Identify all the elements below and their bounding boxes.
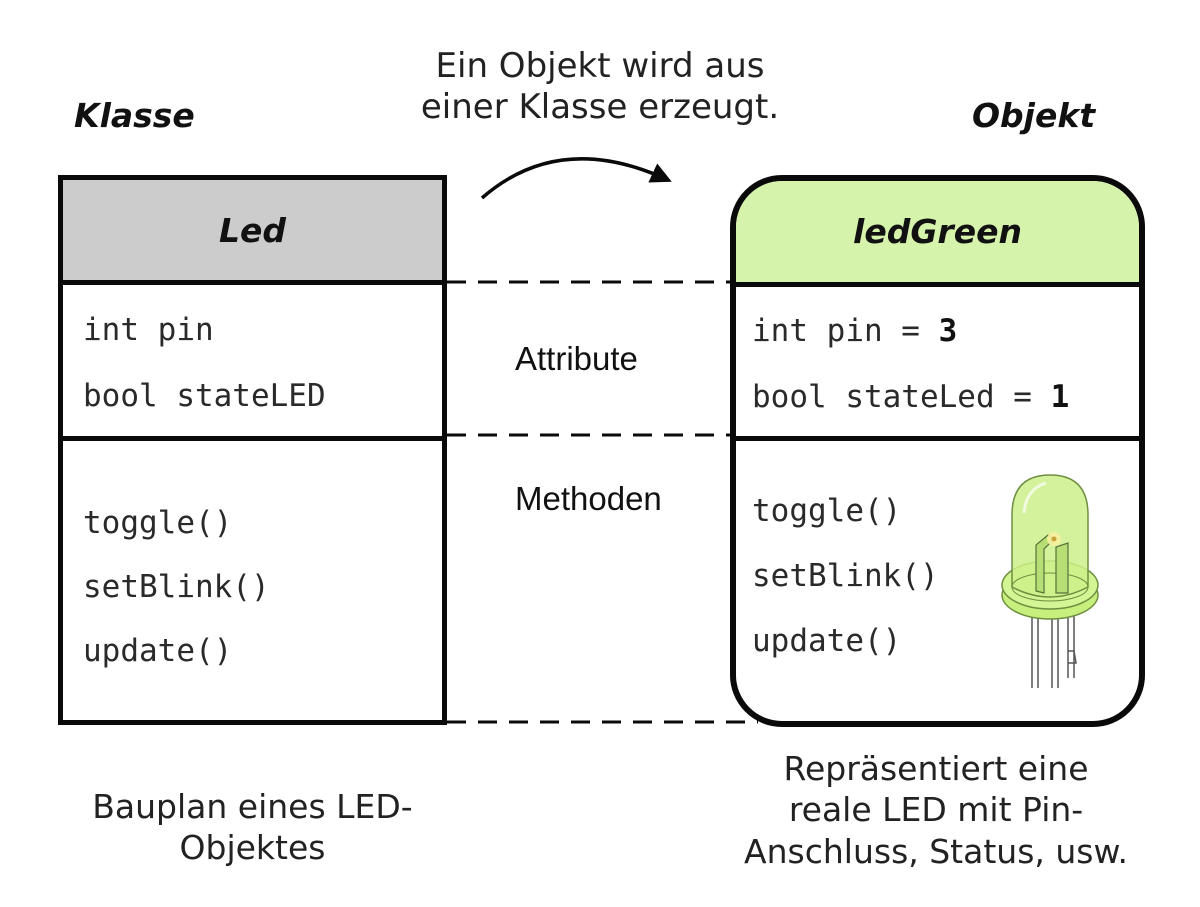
methods-label: Methoden <box>515 480 662 517</box>
class-box: Led int pin bool stateLED toggle() setBl… <box>58 175 447 725</box>
led-icon <box>1001 474 1099 688</box>
class-caption-line1: Bauplan eines LED- <box>92 787 413 826</box>
class-method: toggle() <box>83 505 233 541</box>
attributes-label: Attribute <box>515 340 638 377</box>
class-attribute: int pin <box>83 312 214 348</box>
class-attribute: bool stateLED <box>83 378 326 414</box>
class-divider <box>63 436 442 441</box>
class-method: update() <box>83 633 233 669</box>
class-method: setBlink() <box>83 569 270 605</box>
object-title-bar: ledGreen <box>736 181 1139 287</box>
creation-caption: Ein Objekt wird aus einer Klasse erzeugt… <box>380 46 820 129</box>
object-attribute: bool stateLed = 1 <box>752 379 1069 415</box>
creation-caption-line2: einer Klasse erzeugt. <box>420 87 780 128</box>
object-attribute-decl: bool stateLed = <box>752 379 1051 415</box>
object-method: setBlink() <box>752 558 939 594</box>
object-name: ledGreen <box>853 211 1022 251</box>
object-attribute-value: 1 <box>1050 379 1070 415</box>
object-attribute-decl: int pin = <box>752 313 939 349</box>
creation-arrow <box>480 157 672 200</box>
class-name: Led <box>218 210 287 250</box>
object-divider <box>736 436 1139 441</box>
creation-caption-line1: Ein Objekt wird aus <box>435 46 765 86</box>
object-caption: Repräsentiert eine reale LED mit Pin- An… <box>716 748 1156 872</box>
class-heading: Klasse <box>74 96 195 135</box>
object-heading: Objekt <box>972 96 1096 135</box>
object-method: toggle() <box>752 493 902 529</box>
object-caption-line1: Repräsentiert eine <box>783 749 1089 788</box>
object-method: update() <box>752 623 902 659</box>
object-attribute: int pin = 3 <box>752 313 957 349</box>
object-box: ledGreen int pin = 3 bool stateLed = 1 t… <box>730 175 1145 727</box>
class-caption: Bauplan eines LED- Objektes <box>58 786 447 869</box>
class-caption-line2: Objektes <box>179 828 326 868</box>
object-caption-line3: Anschluss, Status, usw. <box>744 831 1128 871</box>
object-caption-line2: reale LED mit Pin- <box>788 790 1084 830</box>
object-attribute-value: 3 <box>938 313 958 349</box>
class-title-bar: Led <box>63 180 442 285</box>
